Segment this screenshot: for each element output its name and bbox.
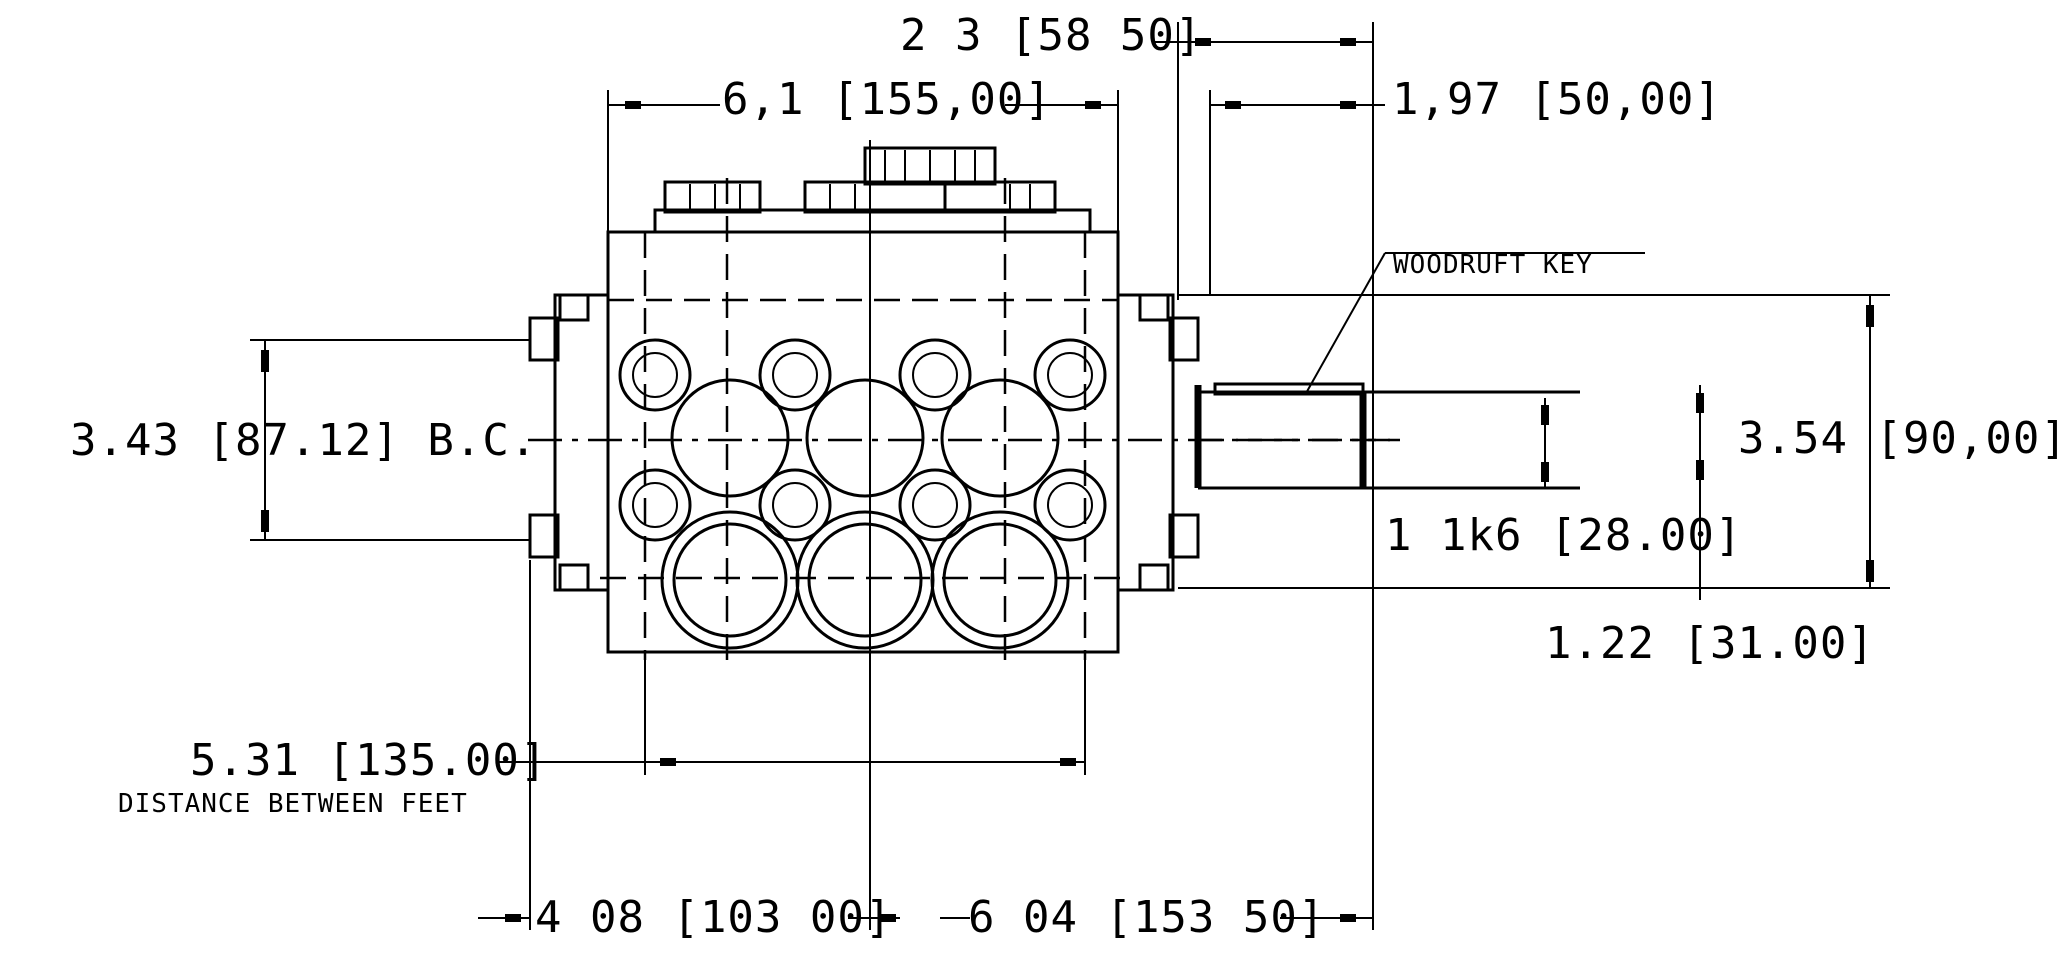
- plunger-ports: [660, 510, 1070, 650]
- dim-1-97: 1,97 [50,00]: [1392, 74, 1722, 125]
- dimension-labels: 2 3 [58 50] 6,1 [155,00] 1,97 [50,00] 3.…: [70, 10, 2064, 943]
- dim-6-1: 6,1 [155,00]: [722, 74, 1052, 125]
- dim-bolt-circle: 3.43 [87.12] B.C.: [70, 415, 537, 466]
- dim-1-1k6: 1 1k6 [28.00]: [1385, 510, 1742, 561]
- dim-3-54: 3.54 [90,00]: [1738, 413, 2064, 464]
- feet-caption: DISTANCE BETWEEN FEET: [118, 789, 468, 819]
- dim-6-04: 6 04 [153 50]: [968, 892, 1325, 943]
- shaft: [1194, 382, 1580, 490]
- dim-5-31: 5.31 [135.00]: [190, 735, 547, 786]
- dimension-lines: [250, 22, 1890, 930]
- upper-valve-caps: [618, 338, 1107, 412]
- dim-1-22: 1.22 [31.00]: [1545, 618, 1875, 669]
- lower-valve-caps: [618, 468, 1107, 542]
- dim-4-08: 4 08 [103 00]: [535, 892, 892, 943]
- dim-2-3: 2 3 [58 50]: [900, 10, 1202, 61]
- woodruff-key-label: WOODRUFT KEY: [1393, 250, 1593, 280]
- pump-body: [528, 146, 1390, 660]
